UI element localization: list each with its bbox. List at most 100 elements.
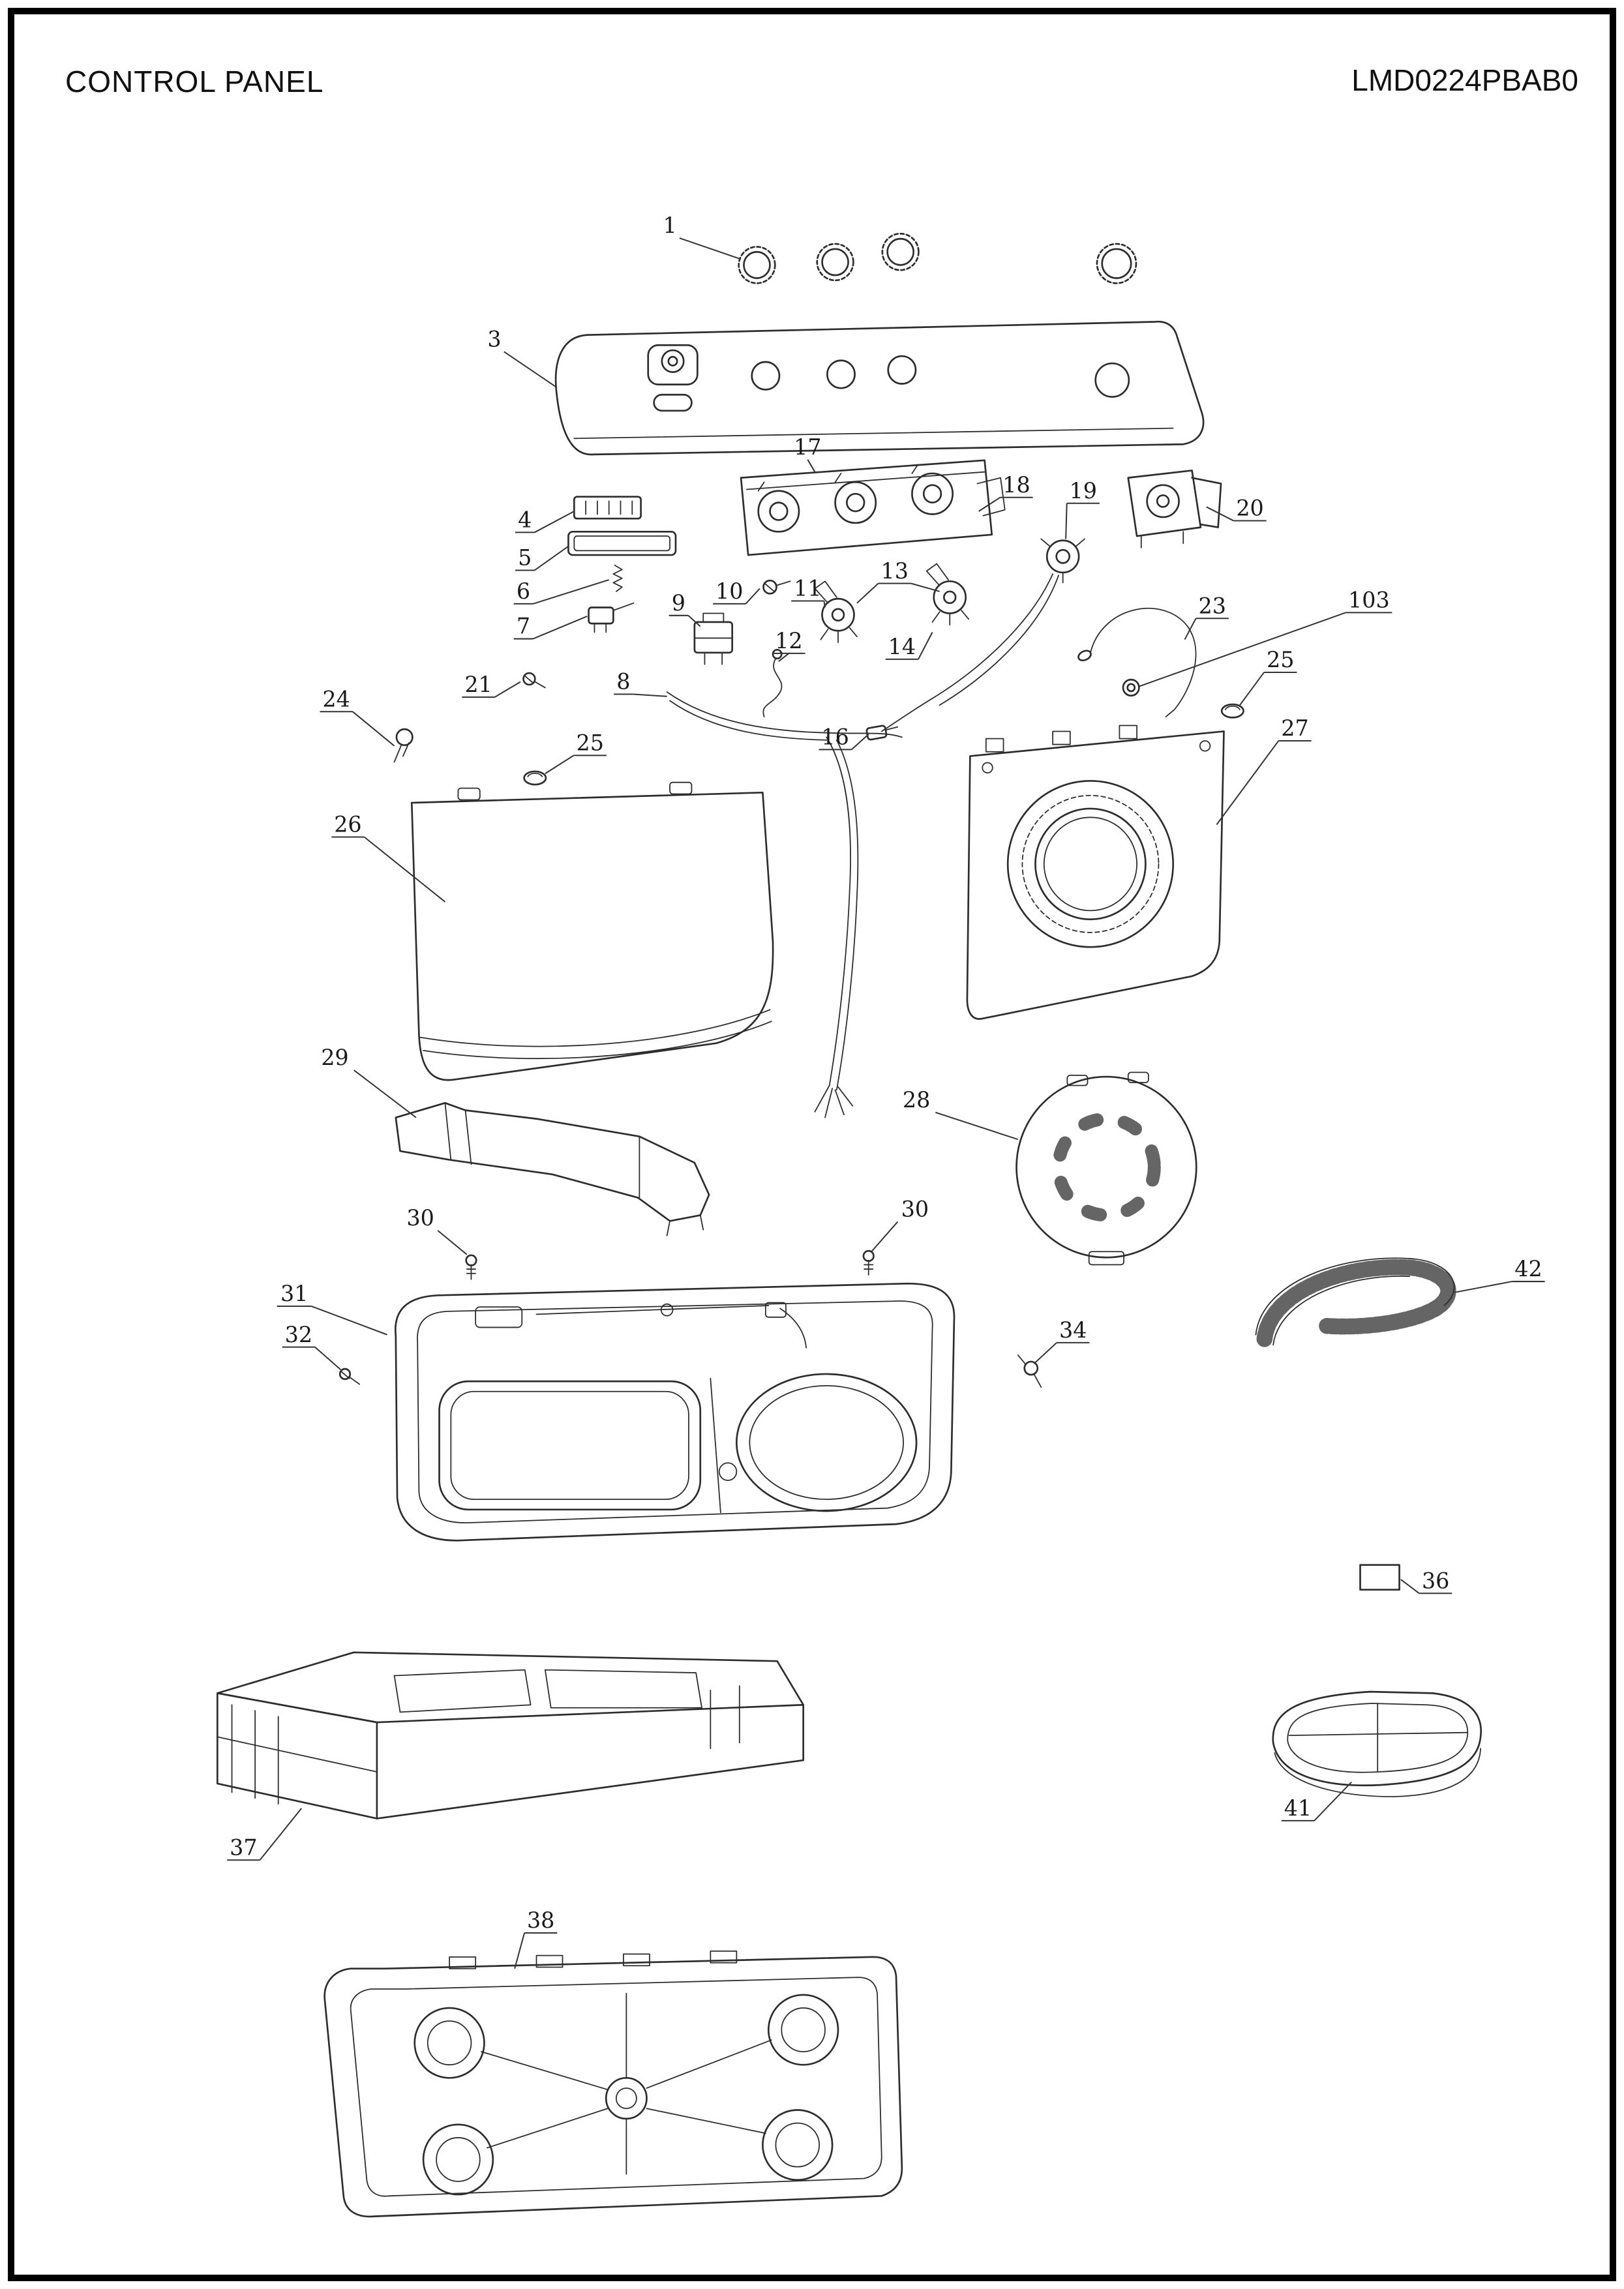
leader-line bbox=[353, 1070, 417, 1118]
leader-line bbox=[1239, 672, 1265, 706]
callout-38: 38 bbox=[527, 1908, 554, 1933]
leader-line bbox=[807, 459, 816, 473]
leader-line bbox=[437, 1230, 468, 1255]
part-25-clip bbox=[1220, 703, 1244, 719]
callout-36: 36 bbox=[1422, 1568, 1449, 1593]
leader-line bbox=[1139, 612, 1346, 687]
part-103-grommet bbox=[1122, 678, 1140, 697]
part-37-foam-base bbox=[216, 1651, 804, 1819]
part-41-drawer-tray bbox=[1272, 1690, 1482, 1797]
leader-line bbox=[494, 681, 521, 698]
callout-21: 21 bbox=[464, 672, 492, 697]
callout-103: 103 bbox=[1348, 587, 1390, 612]
part-6-spring bbox=[612, 564, 623, 592]
part-11-rotary-switch bbox=[814, 580, 858, 644]
leader-line bbox=[534, 545, 569, 571]
leader-line bbox=[363, 836, 446, 903]
part-16-connector bbox=[865, 725, 899, 741]
callout-7: 7 bbox=[517, 614, 530, 639]
leader-line bbox=[910, 582, 940, 592]
leader-line bbox=[1216, 740, 1280, 826]
callout-5: 5 bbox=[518, 545, 532, 571]
callout-20: 20 bbox=[1236, 496, 1263, 521]
part-19-buzzer bbox=[1040, 538, 1085, 584]
callout-26: 26 bbox=[334, 812, 361, 837]
leader-line bbox=[1033, 1342, 1057, 1365]
leader-line bbox=[504, 351, 558, 388]
model-number: LMD0224PBAB0 bbox=[1351, 63, 1578, 97]
callout-16: 16 bbox=[821, 725, 849, 750]
callout-8: 8 bbox=[616, 669, 630, 695]
leader-line bbox=[1314, 1781, 1352, 1821]
callout-4: 4 bbox=[518, 507, 532, 533]
callout-25: 25 bbox=[577, 730, 604, 755]
part-10-screw bbox=[762, 579, 791, 595]
callout-23: 23 bbox=[1199, 593, 1226, 618]
part-26-console-front-panel bbox=[410, 781, 774, 1081]
callout-19: 19 bbox=[1070, 478, 1097, 503]
leader-line bbox=[679, 237, 742, 260]
leader-line bbox=[935, 1111, 1019, 1141]
leader-line bbox=[545, 755, 575, 775]
callout-11: 11 bbox=[794, 576, 821, 601]
callout-25: 25 bbox=[1267, 647, 1294, 672]
page-border bbox=[8, 8, 1616, 2281]
part-9-switch bbox=[693, 612, 734, 665]
part-8-wire-harness bbox=[666, 573, 1059, 1118]
part-25-clip bbox=[523, 770, 547, 786]
callout-18: 18 bbox=[1002, 472, 1030, 498]
callout-30: 30 bbox=[901, 1197, 929, 1222]
part-1-knob-rings bbox=[738, 232, 1137, 284]
callout-10: 10 bbox=[715, 578, 743, 604]
leader-line bbox=[314, 1346, 341, 1371]
leader-line bbox=[532, 579, 609, 605]
leader-line bbox=[778, 653, 790, 662]
leader-line bbox=[1454, 1281, 1512, 1293]
part-28-round-cover bbox=[1015, 1071, 1197, 1266]
leader-line bbox=[534, 511, 575, 533]
callout-41: 41 bbox=[1284, 1795, 1312, 1821]
callout-13: 13 bbox=[881, 558, 909, 584]
callout-3: 3 bbox=[487, 326, 501, 352]
part-3-panel-housing bbox=[554, 320, 1205, 456]
callout-31: 31 bbox=[280, 1281, 308, 1306]
part-23-wire bbox=[1077, 607, 1197, 718]
leader-line bbox=[687, 615, 701, 627]
leader-line bbox=[918, 632, 933, 660]
leader-line bbox=[1400, 1579, 1420, 1594]
callout-12: 12 bbox=[775, 628, 802, 653]
callout-30: 30 bbox=[406, 1205, 434, 1231]
leader-line bbox=[823, 601, 826, 608]
part-21-screw bbox=[522, 672, 546, 689]
callout-29: 29 bbox=[321, 1045, 348, 1070]
leader-line bbox=[1184, 618, 1197, 640]
part-24-hook bbox=[393, 728, 414, 763]
part-12-wire bbox=[762, 648, 783, 718]
callout-17: 17 bbox=[794, 434, 821, 460]
part-5-display-board bbox=[567, 530, 677, 556]
part-38-base-pan bbox=[323, 1951, 903, 2218]
exploded-diagram: 1317181920456791011131412821162310325242… bbox=[216, 213, 1545, 2218]
leader-line bbox=[352, 711, 395, 747]
callout-42: 42 bbox=[1514, 1256, 1542, 1281]
part-36-plate bbox=[1359, 1564, 1400, 1591]
part-20-switch-assembly bbox=[1127, 470, 1222, 548]
callout-1: 1 bbox=[663, 213, 676, 238]
callout-37: 37 bbox=[230, 1834, 257, 1860]
leader-line bbox=[851, 734, 869, 751]
leader-line bbox=[311, 1306, 387, 1336]
part-31-top-cover-assembly bbox=[394, 1282, 955, 1542]
callout-34: 34 bbox=[1059, 1317, 1087, 1343]
leader-line bbox=[259, 1808, 303, 1861]
leader-line bbox=[532, 615, 588, 640]
part-34-clip bbox=[1017, 1354, 1042, 1388]
callout-14: 14 bbox=[888, 634, 916, 659]
callout-6: 6 bbox=[517, 578, 530, 604]
part-42-corrugated-hose bbox=[1255, 1257, 1456, 1347]
leader-line bbox=[871, 1221, 899, 1252]
part-13-rotary-switch bbox=[925, 563, 970, 626]
page-title: CONTROL PANEL bbox=[65, 65, 324, 98]
leader-line bbox=[1206, 506, 1234, 522]
